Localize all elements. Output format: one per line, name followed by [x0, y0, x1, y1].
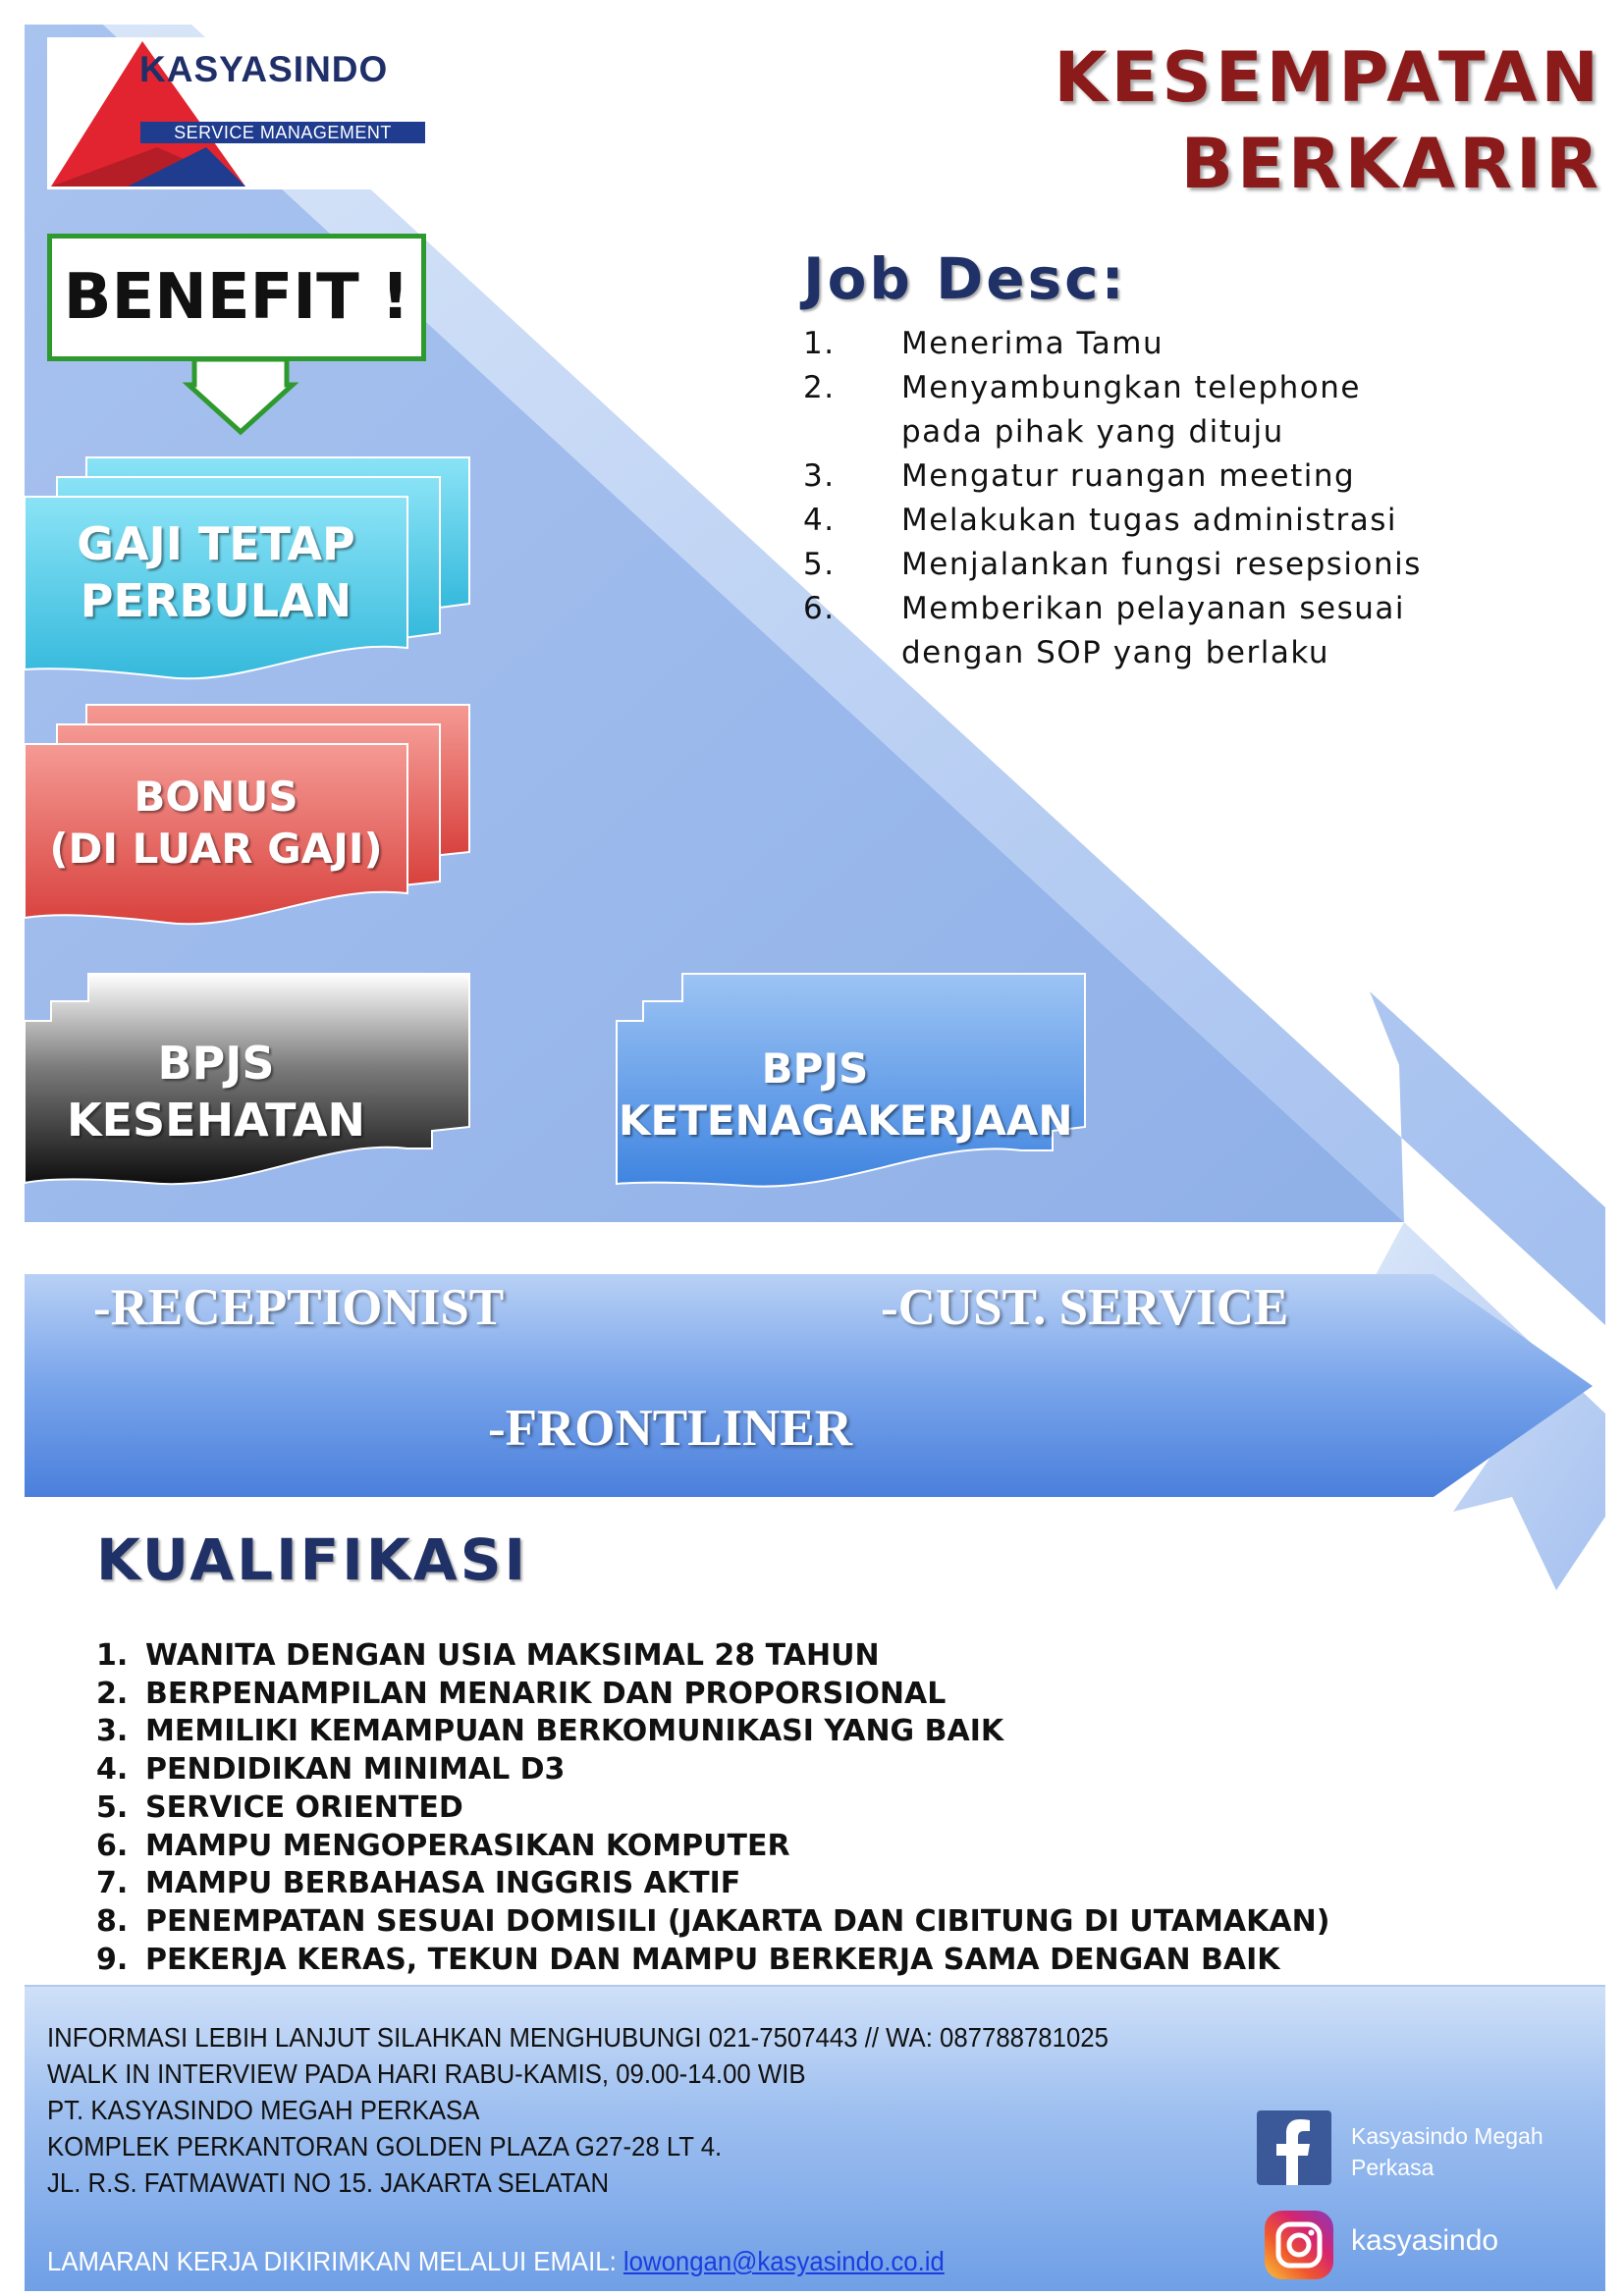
item-number: 3. — [803, 458, 836, 494]
benefit-card-bpjs-employment: BPJS KETENAGAKERJAAN — [619, 1043, 1073, 1147]
item-number: 7. — [96, 1866, 129, 1901]
benefit-card-line-2: KETENAGAKERJAAN — [619, 1095, 1073, 1145]
facebook-icon[interactable] — [1257, 2110, 1331, 2185]
item-number: 1. — [803, 326, 836, 361]
qualification-item: 2. BERPENAMPILAN MENARIK DAN PROPORSIONAL — [96, 1676, 1373, 1714]
position-frontliner: -FRONTLINER — [488, 1400, 853, 1457]
job-desc-item: 2. Menyambungkan telephone pada pihak yan… — [803, 366, 1432, 454]
item-text: PENDIDIKAN MINIMAL D3 — [145, 1752, 566, 1788]
instagram-icon[interactable] — [1265, 2211, 1333, 2279]
footer-band — [25, 1985, 1605, 2291]
card-red — [24, 743, 408, 926]
item-text: MAMPU MENGOPERASIKAN KOMPUTER — [145, 1828, 790, 1863]
job-desc-list: 1. Menerima Tamu 2. Menyambungkan telephon… — [803, 322, 1432, 675]
logo-triangle — [51, 41, 245, 187]
qualification-item: 5. SERVICE ORIENTED — [96, 1789, 1373, 1828]
item-text: PENEMPATAN SESUAI DOMISILI (JAKARTA DAN … — [145, 1903, 1330, 1939]
item-number: 9. — [96, 1942, 129, 1977]
benefit-card-line-1: BONUS — [134, 773, 298, 821]
email-prefix: LAMARAN KERJA DIKIRIMKAN MELALUI EMAIL: — [47, 2246, 623, 2276]
qualification-item: 1. WANITA DENGAN USIA MAKSIMAL 28 TAHUN — [96, 1637, 1373, 1676]
benefit-card-line-2: KESEHATAN — [66, 1093, 366, 1147]
benefit-arrow — [182, 356, 299, 436]
facebook-label[interactable]: Kasyasindo Megah Perkasa — [1351, 2123, 1543, 2180]
address-line-2: JL. R.S. FATMAWATI NO 15. JAKARTA SELATA… — [47, 2167, 610, 2198]
item-number: 1. — [96, 1638, 129, 1673]
job-desc-item: 4. Melakukan tugas administrasi — [803, 499, 1432, 543]
logo-subtitle: SERVICE MANAGEMENT — [140, 122, 425, 143]
logo-wordmark: KASYASINDO — [139, 49, 389, 89]
benefit-card-line-1: BPJS — [761, 1044, 869, 1093]
job-desc-item: 6. Memberikan pelayanan sesuai dengan SOP… — [803, 587, 1432, 675]
item-number: 3. — [96, 1714, 129, 1749]
job-desc-item: 3. Mengatur ruangan meeting — [803, 454, 1432, 499]
company-name: PT. KASYASINDO MEGAH PERKASA — [47, 2095, 480, 2125]
item-text: Memberikan pelayanan sesuai dengan SOP y… — [901, 591, 1406, 670]
address-line-1: KOMPLEK PERKANTORAN GOLDEN PLAZA G27-28 … — [47, 2131, 723, 2162]
headline-line-2: BERKARIR — [1180, 124, 1602, 204]
contact-line: INFORMASI LEBIH LANJUT SILAHKAN MENGHUBU… — [47, 2022, 1109, 2053]
item-text: Menjalankan fungsi resepsionis — [901, 547, 1422, 582]
benefit-card-line-1: GAJI TETAP — [77, 517, 355, 570]
card-black — [24, 973, 470, 1186]
item-text: Menerima Tamu — [901, 326, 1164, 361]
email-line: LAMARAN KERJA DIKIRIMKAN MELALUI EMAIL: … — [47, 2246, 945, 2277]
diagonal-ribbon — [103, 25, 1605, 1325]
job-desc-title: Job Desc: — [803, 245, 1127, 312]
item-number: 5. — [803, 547, 836, 582]
item-number: 5. — [96, 1789, 129, 1825]
job-desc-item: 5. Menjalankan fungsi resepsionis — [803, 543, 1432, 587]
position-receptionist: -RECEPTIONIST — [93, 1279, 505, 1336]
benefit-card-line-2: PERBULAN — [80, 573, 352, 627]
card-cyan — [24, 496, 408, 680]
position-cust-service: -CUST. SERVICE — [881, 1279, 1289, 1336]
instagram-label[interactable]: kasyasindo — [1351, 2224, 1499, 2257]
qualification-item: 6. MAMPU MENGOPERASIKAN KOMPUTER — [96, 1828, 1373, 1866]
card-blue — [616, 973, 1086, 1188]
qualification-item: 4. PENDIDIKAN MINIMAL D3 — [96, 1751, 1373, 1789]
item-text: MEMILIKI KEMAMPUAN BERKOMUNIKASI YANG BA… — [145, 1714, 1004, 1749]
qualifications-list: 1. WANITA DENGAN USIA MAKSIMAL 28 TAHUN 2… — [96, 1637, 1373, 1979]
positions-arrow — [25, 1274, 1593, 1497]
benefit-callout: BENEFIT ! — [47, 234, 426, 361]
qualifications-title: KUALIFIKASI — [96, 1526, 529, 1593]
benefit-card-bpjs-health: BPJS KESEHATAN — [25, 1036, 407, 1148]
email-link[interactable]: lowongan@kasyasindo.co.id — [623, 2246, 945, 2276]
item-text: WANITA DENGAN USIA MAKSIMAL 28 TAHUN — [145, 1638, 880, 1673]
item-number: 6. — [96, 1828, 129, 1863]
item-text: PEKERJA KERAS, TEKUN DAN MAMPU BERKERJA … — [145, 1942, 1280, 1977]
item-number: 8. — [96, 1903, 129, 1939]
item-text: MAMPU BERBAHASA INGGRIS AKTIF — [145, 1866, 741, 1901]
benefit-card-line-2: (DI LUAR GAJI) — [49, 824, 383, 873]
headline-line-1: KESEMPATAN — [1054, 37, 1602, 118]
benefit-card-salary: GAJI TETAP PERBULAN — [25, 516, 407, 629]
item-number: 4. — [96, 1752, 129, 1788]
qualification-item: 7. MAMPU BERBAHASA INGGRIS AKTIF — [96, 1865, 1373, 1903]
job-desc-item: 1. Menerima Tamu — [803, 322, 1432, 366]
qualification-item: 9. PEKERJA KERAS, TEKUN DAN MAMPU BERKERJ… — [96, 1942, 1373, 1980]
item-text: Melakukan tugas administrasi — [901, 503, 1398, 538]
qualification-item: 3. MEMILIKI KEMAMPUAN BERKOMUNIKASI YANG … — [96, 1713, 1373, 1751]
item-text: SERVICE ORIENTED — [145, 1789, 463, 1825]
item-number: 2. — [803, 370, 836, 405]
item-text: Menyambungkan telephone pada pihak yang … — [901, 370, 1361, 450]
walk-in-line: WALK IN INTERVIEW PADA HARI RABU-KAMIS, … — [47, 2058, 806, 2089]
benefit-card-line-1: BPJS — [157, 1037, 275, 1090]
item-text: BERPENAMPILAN MENARIK DAN PROPORSIONAL — [145, 1676, 947, 1711]
item-number: 4. — [803, 503, 836, 538]
item-text: Mengatur ruangan meeting — [901, 458, 1356, 494]
qualification-item: 8. PENEMPATAN SESUAI DOMISILI (JAKARTA DA… — [96, 1903, 1373, 1942]
benefit-card-bonus: BONUS (DI LUAR GAJI) — [25, 772, 407, 875]
item-number: 6. — [803, 591, 836, 626]
item-number: 2. — [96, 1676, 129, 1711]
